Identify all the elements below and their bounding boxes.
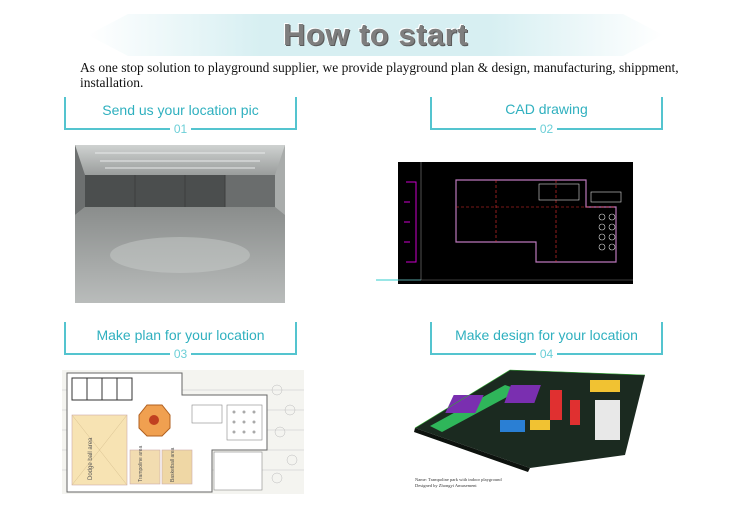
intro-text: As one stop solution to playground suppl… [80, 60, 679, 90]
location-photo [75, 145, 285, 303]
step-3-label: Make plan for your location [96, 327, 265, 343]
design-render-image: Name: Trampoline park with indoor playgr… [410, 360, 645, 490]
page-title: How to start [282, 17, 469, 52]
design-caption-name: Name: Trampoline park with indoor playgr… [415, 477, 502, 482]
step-1-label: Send us your location pic [102, 102, 259, 118]
header-banner: How to start [88, 14, 663, 56]
step-2-label: CAD drawing [505, 101, 588, 117]
step-4-number: 04 [535, 347, 558, 361]
step-2-number: 02 [535, 122, 558, 136]
banner-arrow-shape [88, 14, 663, 56]
plan-label-basketball: Basketball area [170, 447, 176, 482]
floor-plan-image: Dodge ball area Trampoline area Basketba… [62, 370, 304, 494]
plan-label-dodgeball: Dodge ball area [88, 437, 94, 480]
plan-label-trampoline: Trampoline area [138, 446, 144, 482]
step-4-header: Make design for your location 04 [430, 322, 663, 361]
cad-drawing-image [376, 162, 633, 284]
step-2-header: CAD drawing 02 [430, 97, 663, 136]
step-3-number: 03 [169, 347, 192, 361]
step-3-header: Make plan for your location 03 [64, 322, 297, 361]
step-1-number: 01 [169, 122, 192, 136]
step-4-label: Make design for your location [455, 327, 638, 343]
design-caption-designer: Designed by Zhongyi Amusement [415, 483, 477, 488]
step-1-header: Send us your location pic 01 [64, 97, 297, 136]
